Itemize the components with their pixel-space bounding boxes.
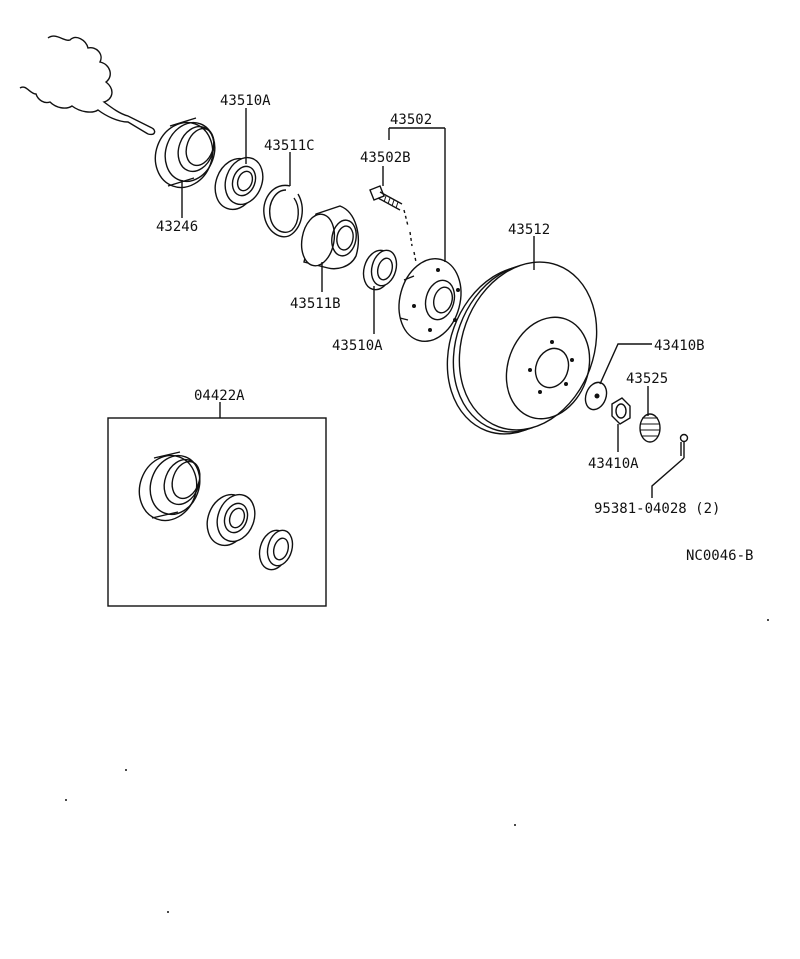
label-43512: 43512 bbox=[508, 222, 550, 238]
kit-seal bbox=[138, 451, 201, 522]
label-43511b: 43511B bbox=[290, 296, 341, 312]
scan-specks bbox=[65, 619, 769, 913]
axle-hub-43502 bbox=[398, 257, 462, 343]
bearing-43510a-lower bbox=[362, 249, 398, 291]
bearing-43510a-top bbox=[214, 156, 264, 211]
washer-43410b bbox=[584, 381, 608, 411]
part-labels: 43510A 43511C 43502 43502B 43246 43512 4… bbox=[156, 93, 753, 564]
figure-code: NC0046-B bbox=[686, 548, 753, 564]
axle-cutaway bbox=[19, 35, 156, 136]
kit-bearing-small bbox=[258, 529, 294, 571]
bearing-43511b bbox=[300, 205, 359, 270]
label-43511c: 43511C bbox=[264, 138, 315, 154]
kit-bearing-large bbox=[206, 493, 256, 547]
label-95381: 95381-04028 (2) bbox=[594, 501, 720, 517]
kit-box-04422a bbox=[107, 417, 327, 607]
cotter-pin-95381 bbox=[679, 433, 689, 458]
label-43410b: 43410B bbox=[654, 338, 705, 354]
seal-43246 bbox=[154, 117, 216, 189]
label-43246: 43246 bbox=[156, 219, 198, 235]
label-43510a-top: 43510A bbox=[220, 93, 271, 109]
label-43525: 43525 bbox=[626, 371, 668, 387]
nut-43410a bbox=[611, 397, 631, 425]
leader-lines bbox=[181, 108, 685, 498]
disc-rotor-43512 bbox=[446, 261, 598, 435]
label-04422a: 04422A bbox=[194, 388, 245, 404]
nut-lock-43525 bbox=[639, 413, 661, 443]
label-43410a: 43410A bbox=[588, 456, 639, 472]
snap-ring-43511c bbox=[263, 184, 303, 238]
label-43502b: 43502B bbox=[360, 150, 411, 166]
label-43502: 43502 bbox=[390, 112, 432, 128]
label-43510a-bottom: 43510A bbox=[332, 338, 383, 354]
hub-bolt-43502b bbox=[369, 185, 417, 263]
